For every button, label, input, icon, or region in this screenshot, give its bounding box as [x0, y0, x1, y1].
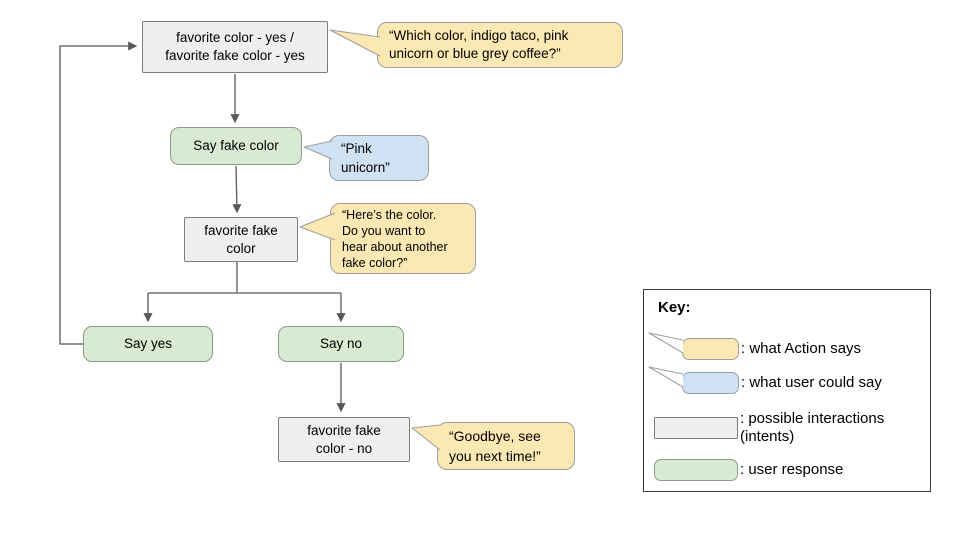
legend-label-line: : possible interactions: [740, 410, 885, 427]
node-text-line: color: [226, 240, 256, 256]
legend-box: Key: : what Action says : what user coul…: [643, 289, 931, 492]
legend-swatch-response-box: [654, 459, 738, 481]
bubble-tail-pink-unicorn: [303, 140, 333, 160]
bubble-text-line: “Pink: [341, 141, 372, 156]
legend-label-user-could-say: : what user could say: [741, 374, 882, 391]
node-text-line: Say yes: [123, 336, 173, 351]
speech-bubble-which-color: “Which color, indigo taco, pink unicorn …: [377, 22, 623, 68]
legend-label-possible-interactions: : possible interactions (intents): [740, 410, 884, 446]
bubble-text-line: unicorn”: [341, 160, 390, 175]
node-text-line: favorite fake: [204, 222, 278, 238]
branch-line-favorite-fake-color: [148, 262, 341, 294]
arrow-loop-say-yes-to-root: [59, 41, 138, 345]
bubble-text-line: unicorn or blue grey coffee?”: [389, 46, 561, 61]
bubble-tail-which-color: [329, 29, 381, 57]
legend-label-line: (intents): [740, 428, 795, 445]
bubble-text-line: hear about another: [342, 239, 448, 254]
arrow-say-fake-color-to-favorite-fake-color: [232, 165, 242, 214]
node-text-line: Say fake color: [193, 138, 279, 153]
node-favorite-fake-color: favorite fake color: [184, 217, 298, 262]
bubble-text-line: fake color?”: [342, 255, 408, 270]
legend-label-action-says: : what Action says: [741, 340, 862, 357]
bubble-text-line: “Which color, indigo taco, pink: [389, 28, 569, 43]
node-favorite-fake-color-no: favorite fake color - no: [278, 417, 410, 462]
legend-swatch-action-bubble: [682, 338, 739, 360]
bubble-text-line: Do you want to: [342, 223, 426, 238]
legend-title: Key:: [658, 299, 691, 316]
bubble-text-line: you next time!”: [449, 448, 541, 464]
node-text-line: favorite fake: [307, 422, 381, 438]
bubble-text-line: “Here’s the color.: [342, 207, 437, 222]
node-text-line: favorite fake color - yes: [165, 48, 305, 63]
node-say-no: Say no: [278, 326, 404, 362]
node-say-yes: Say yes: [83, 326, 213, 362]
speech-bubble-goodbye: “Goodbye, see you next time!”: [437, 422, 575, 470]
speech-bubble-pink-unicorn: “Pink unicorn”: [329, 135, 429, 181]
node-text-line: color - no: [315, 440, 373, 456]
speech-bubble-heres-color: “Here’s the color. Do you want to hear a…: [330, 203, 476, 274]
legend-label-user-response: : user response: [740, 461, 844, 478]
bubble-text-line: “Goodbye, see: [449, 428, 541, 444]
node-favorite-color-yes: favorite color - yes / favorite fake col…: [142, 21, 328, 73]
legend-swatch-intent-box: [654, 417, 738, 439]
node-text-line: Say no: [319, 336, 363, 351]
bubble-tail-goodbye: [411, 424, 441, 451]
node-text-line: favorite color - yes /: [176, 30, 294, 45]
legend-swatch-user-bubble: [682, 372, 739, 394]
node-say-fake-color: Say fake color: [170, 127, 302, 165]
